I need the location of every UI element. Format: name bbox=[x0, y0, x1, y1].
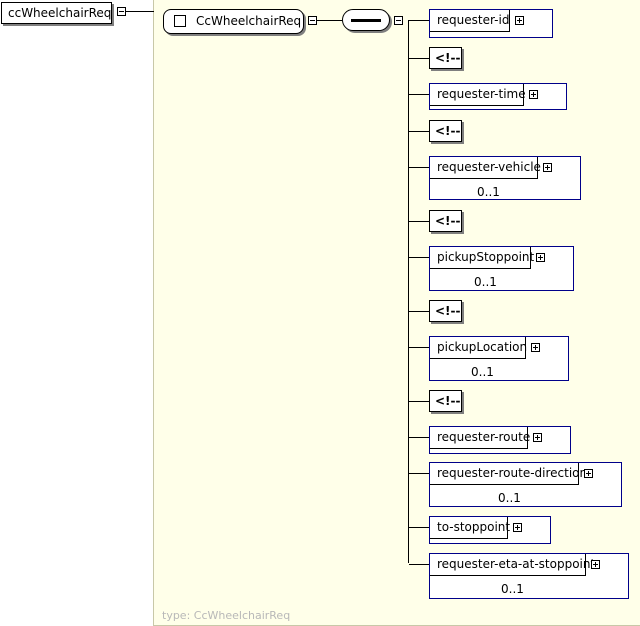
cardinality-label: 0..1 bbox=[477, 185, 500, 199]
element-box-requester-route-direction[interactable]: requester-route-direction 0..1 bbox=[429, 462, 622, 507]
connector-line bbox=[409, 131, 429, 132]
expand-icon[interactable] bbox=[531, 343, 540, 352]
expand-icon[interactable] bbox=[515, 16, 524, 25]
element-label: requester-route bbox=[430, 427, 530, 449]
collapse-icon[interactable] bbox=[117, 7, 126, 16]
element-label: pickupLocation bbox=[430, 337, 527, 359]
connector-line bbox=[409, 94, 429, 95]
complex-type-label: CcWheelchairReq bbox=[196, 14, 302, 28]
connector-line bbox=[409, 58, 429, 59]
tree-trunk-line bbox=[408, 20, 409, 563]
element-box-pickupLocation[interactable]: pickupLocation 0..1 bbox=[429, 336, 569, 381]
comment-node[interactable]: <!-- bbox=[429, 390, 462, 412]
connector-line bbox=[409, 221, 429, 222]
element-box-to-stoppoint[interactable]: to-stoppoint bbox=[429, 516, 551, 544]
element-label: requester-route-direction bbox=[430, 463, 587, 485]
expand-icon[interactable] bbox=[536, 253, 545, 262]
connector-line bbox=[409, 437, 429, 438]
element-box-requester-time[interactable]: requester-time bbox=[429, 83, 567, 110]
expand-icon[interactable] bbox=[513, 523, 522, 532]
connector-line bbox=[409, 311, 429, 312]
connector-line bbox=[409, 257, 429, 258]
element-label: to-stoppoint bbox=[430, 517, 510, 539]
element-box-requester-route[interactable]: requester-route bbox=[429, 426, 571, 454]
root-element-box[interactable]: ccWheelchairReq bbox=[1, 2, 112, 24]
connector-line bbox=[317, 20, 342, 21]
cardinality-label: 0..1 bbox=[498, 491, 521, 505]
expand-icon[interactable] bbox=[533, 433, 542, 442]
checkbox-icon bbox=[174, 15, 186, 27]
cardinality-label: 0..1 bbox=[471, 365, 494, 379]
connector-line bbox=[126, 11, 154, 12]
element-label: requester-eta-at-stoppoint bbox=[430, 554, 595, 576]
root-element-label: ccWheelchairReq bbox=[8, 6, 112, 20]
connector-line bbox=[409, 347, 429, 348]
connector-line bbox=[409, 20, 429, 21]
cardinality-label: 0..1 bbox=[474, 275, 497, 289]
element-box-requester-vehicle[interactable]: requester-vehicle 0..1 bbox=[429, 156, 581, 200]
connector-line bbox=[409, 473, 429, 474]
expand-icon[interactable] bbox=[529, 90, 538, 99]
comment-node[interactable]: <!-- bbox=[429, 120, 462, 142]
complex-type-box[interactable]: CcWheelchairReq bbox=[163, 9, 304, 34]
element-label: requester-id bbox=[430, 10, 510, 32]
type-caption: type: CcWheelchairReq bbox=[162, 609, 291, 622]
element-label: pickupStoppoint bbox=[430, 247, 534, 269]
sequence-compositor[interactable] bbox=[342, 9, 390, 31]
comment-node[interactable]: <!-- bbox=[429, 210, 462, 232]
element-label: requester-time bbox=[430, 84, 526, 106]
connector-line bbox=[409, 564, 429, 565]
collapse-icon[interactable] bbox=[394, 16, 403, 25]
element-box-requester-id[interactable]: requester-id bbox=[429, 9, 553, 38]
collapse-icon[interactable] bbox=[308, 16, 317, 25]
connector-line bbox=[409, 167, 429, 168]
connector-line bbox=[409, 401, 429, 402]
expand-icon[interactable] bbox=[591, 560, 600, 569]
expand-icon[interactable] bbox=[543, 163, 552, 172]
comment-node[interactable]: <!-- bbox=[429, 300, 462, 322]
comment-node[interactable]: <!-- bbox=[429, 47, 462, 69]
element-box-pickupStoppoint[interactable]: pickupStoppoint 0..1 bbox=[429, 246, 574, 291]
cardinality-label: 0..1 bbox=[501, 582, 524, 596]
element-label: requester-vehicle bbox=[430, 157, 541, 179]
expand-icon[interactable] bbox=[584, 469, 593, 478]
connector-line bbox=[409, 527, 429, 528]
sequence-icon bbox=[351, 19, 381, 25]
